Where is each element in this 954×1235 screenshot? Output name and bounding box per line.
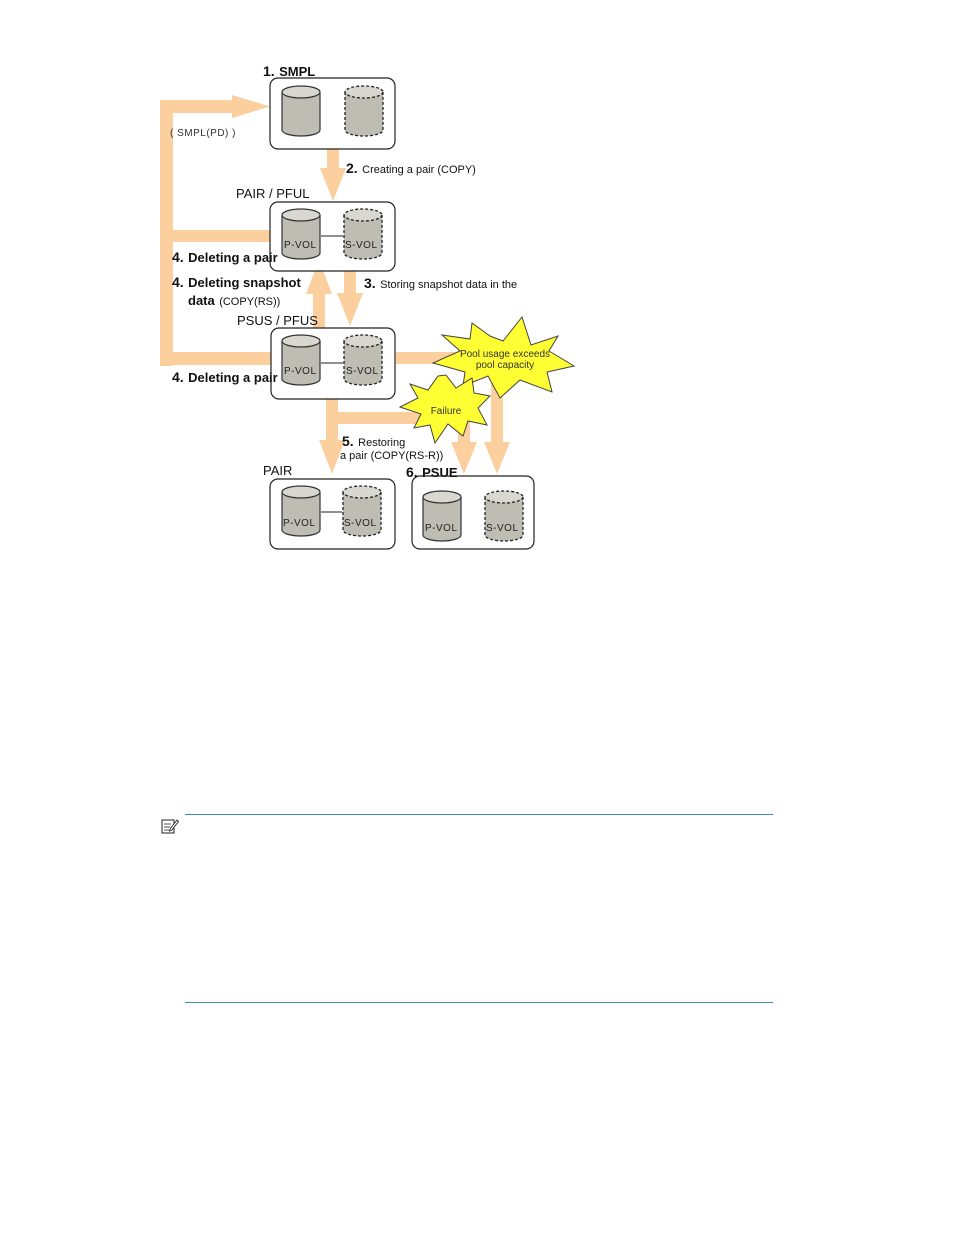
delete-pair-label: 4. Deleting a pair	[172, 249, 278, 265]
delete-snapshot-shaft	[313, 292, 325, 328]
create-arrow-head	[320, 168, 346, 201]
delete-snapshot-label-line2: data (COPY(RS))	[188, 293, 281, 308]
psue-box	[411, 475, 535, 550]
pool-capacity-burst	[431, 315, 576, 399]
create-pair-label: 2. Creating a pair (COPY)	[346, 160, 476, 176]
restore-pair-label: 5. Restoring	[342, 433, 406, 449]
secondary-volume-icon	[344, 85, 384, 137]
delete-pair-branch-2	[166, 352, 272, 365]
psus-pfus-state-label: PSUS / PFUS	[237, 313, 318, 328]
pool-to-psue-head	[484, 442, 510, 474]
primary-volume-icon	[281, 208, 321, 260]
pvol-label: P-VOL	[425, 523, 458, 534]
secondary-volume-icon	[343, 334, 383, 386]
restore-arrow-head	[319, 440, 345, 474]
pair-pful-state-label: PAIR / PFUL	[236, 186, 310, 201]
note-icon	[161, 819, 179, 834]
store-snapshot-label: 3. Storing snapshot data in the	[364, 275, 518, 291]
smpl-box	[269, 77, 396, 150]
delete-snapshot-label: 4. Deleting snapshot	[172, 274, 301, 290]
svol-label: S-VOL	[344, 518, 377, 529]
note-bottom-rule	[185, 1002, 773, 1003]
store-arrow-head	[337, 293, 363, 326]
svol-label: S-VOL	[345, 240, 378, 251]
svol-label: S-VOL	[346, 366, 379, 377]
pair-pful-box	[269, 201, 396, 272]
failure-to-psue-head	[451, 442, 477, 474]
pool-capacity-text: Pool usage exceeds pool capacity	[459, 349, 551, 371]
secondary-volume-icon	[343, 208, 383, 260]
delete-loop-top	[160, 100, 236, 113]
pvol-label: P-VOL	[284, 366, 317, 377]
failure-text: Failure	[430, 406, 462, 417]
psus-pfus-box	[270, 327, 396, 400]
primary-volume-icon	[281, 85, 321, 137]
delete-loop-arrowhead	[232, 95, 270, 118]
pair-state-label: PAIR	[263, 463, 293, 478]
failure-burst	[398, 374, 492, 445]
delete-pair-label: 4. Deleting a pair	[172, 369, 278, 385]
delete-snapshot-head	[306, 260, 332, 294]
delete-pair-branch	[166, 230, 272, 242]
pvol-label: P-VOL	[283, 518, 316, 529]
create-arrow-shaft	[327, 148, 339, 170]
note-top-rule	[185, 814, 773, 815]
pair-box	[269, 478, 396, 550]
svol-label: S-VOL	[486, 523, 519, 534]
smpl-pd-label: ( SMPL(PD) )	[170, 128, 236, 139]
restore-pair-label-line2: a pair (COPY(RS-R))	[340, 450, 444, 462]
pvol-label: P-VOL	[284, 240, 317, 251]
smpl-state-label: 1. SMPL	[263, 63, 316, 79]
psue-state-label: 6. PSUE	[406, 464, 458, 480]
primary-volume-icon	[281, 334, 321, 386]
